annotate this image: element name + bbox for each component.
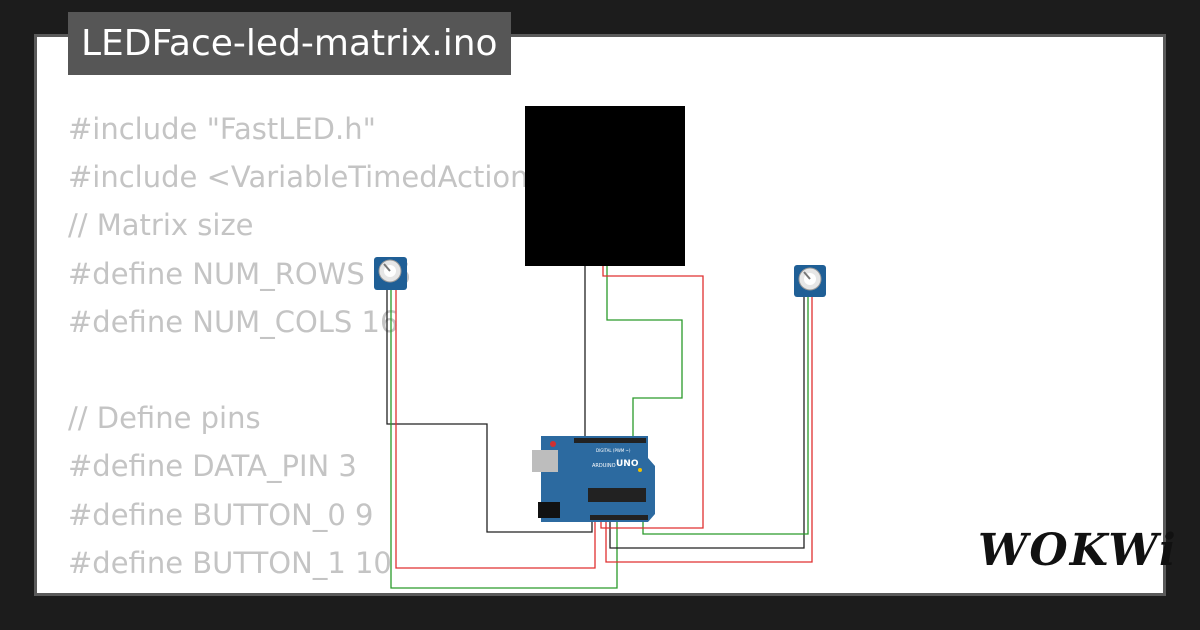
microcontroller-chip	[588, 488, 646, 502]
code-snippet: #include "FastLED.h" #include <VariableTi…	[68, 105, 529, 593]
usb-port	[532, 450, 558, 472]
wire-matrix-vcc	[600, 266, 704, 529]
wire-right-pot-signal	[642, 296, 809, 535]
code-line: #define DATA_PIN 3	[68, 449, 357, 484]
header-label: DIGITAL (PWM ~)	[596, 448, 631, 453]
wire-matrix-data	[606, 266, 683, 438]
analog-header	[590, 515, 648, 520]
power-jack	[538, 502, 560, 518]
wire-left-pot-gnd	[386, 290, 593, 533]
wires	[386, 266, 813, 589]
code-line: // Matrix size	[68, 208, 254, 243]
board-brand: ARDUINO	[592, 463, 616, 469]
wire-right-pot-gnd	[609, 296, 805, 549]
led-matrix[interactable]	[525, 106, 685, 266]
reset-button	[550, 441, 556, 447]
potentiometer-right[interactable]	[794, 265, 826, 297]
code-line: #define BUTTON_0 9	[68, 497, 374, 532]
wire-right-pot-vcc	[605, 296, 813, 563]
code-line: #include "FastLED.h"	[68, 112, 376, 146]
wire-left-pot-signal	[390, 290, 618, 589]
board-name: UNO	[616, 459, 639, 469]
wire-left-pot-vcc	[395, 290, 596, 569]
sketch-title: LEDFace-led-matrix.ino	[68, 12, 511, 75]
code-line: #include <VariableTimedAction	[68, 160, 529, 195]
arduino-uno-board[interactable]: DIGITAL (PWM ~) ARDUINO UNO	[532, 436, 655, 522]
wokwi-logo[interactable]: WOKWi	[978, 525, 1178, 576]
code-line: // Define pins	[68, 401, 261, 436]
led-indicator-icon	[638, 468, 642, 472]
potentiometer-left[interactable]	[374, 257, 407, 290]
code-line: #define BUTTON_1 10	[68, 545, 392, 580]
digital-header	[574, 438, 646, 443]
code-line: #define NUM_COLS 16	[68, 304, 399, 339]
